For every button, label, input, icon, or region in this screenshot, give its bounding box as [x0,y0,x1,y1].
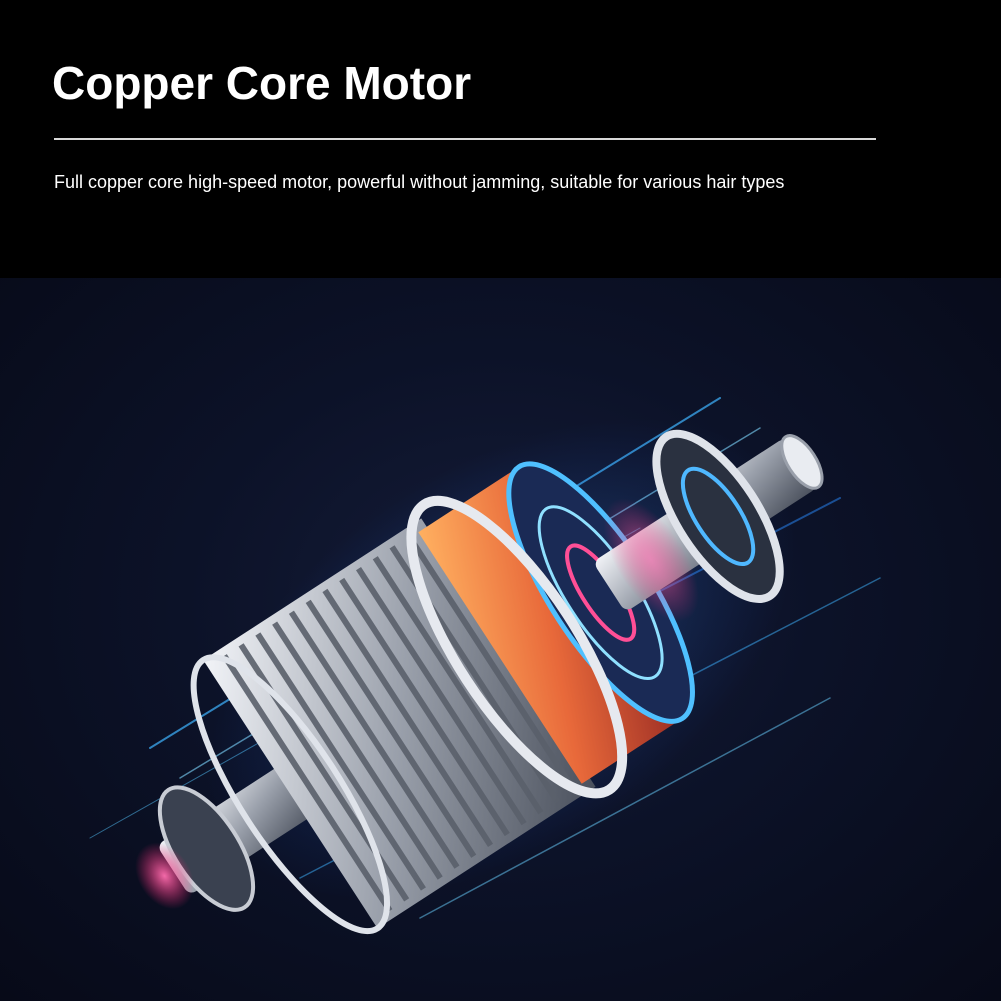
header-band: Copper Core Motor Full copper core high-… [0,0,1001,278]
stator-ring [406,495,628,799]
motor-illustration [0,278,1001,1001]
pink-glow-right [603,498,699,622]
page-title: Copper Core Motor [52,57,472,109]
motor-cutaway-graphic [89,397,881,935]
pink-glow-left [135,842,194,910]
title-divider [54,138,876,140]
motor-assembly [135,417,824,935]
feature-description: Full copper core high-speed motor, power… [54,172,785,192]
armature-body [203,518,596,929]
bearing-right [652,429,784,603]
shaft-end [780,434,824,490]
